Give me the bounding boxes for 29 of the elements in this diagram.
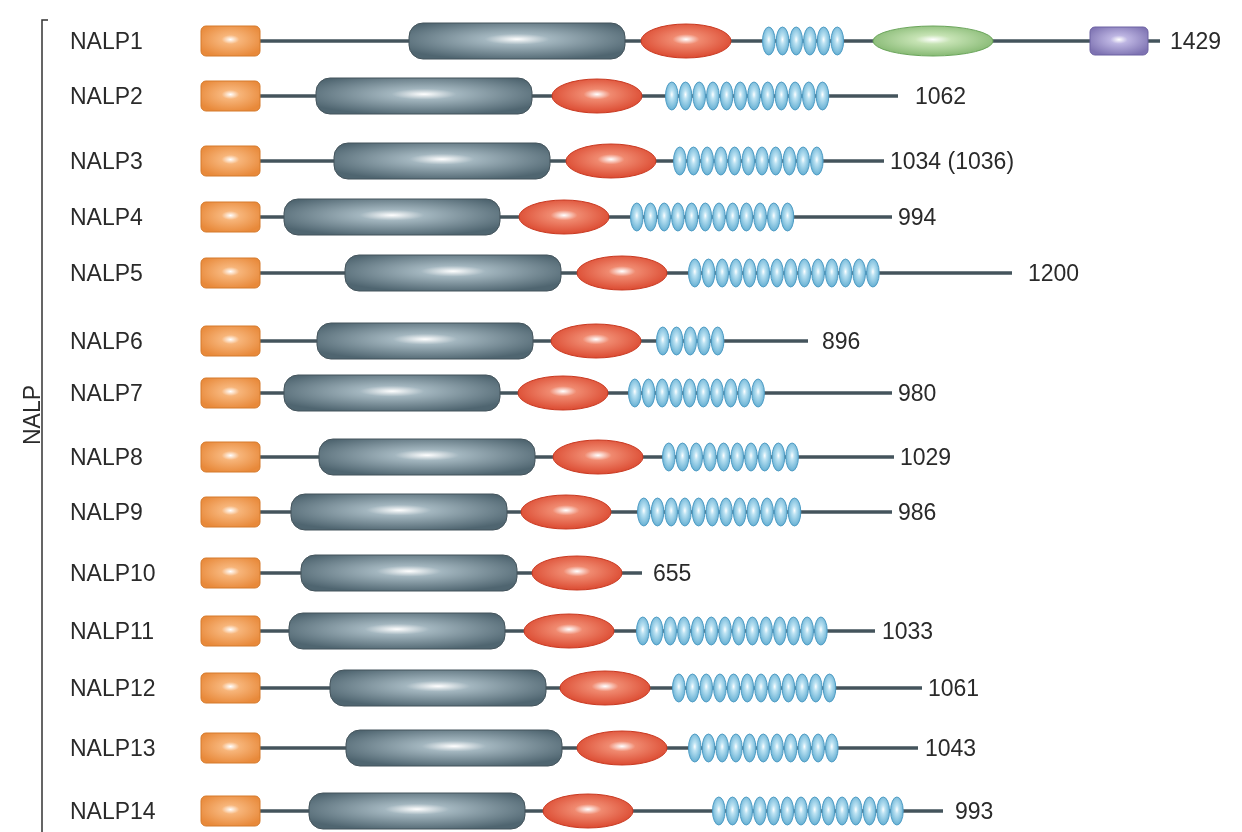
length-value: 994 — [898, 204, 937, 230]
length-value: 655 — [653, 560, 692, 586]
protein-name: NALP14 — [70, 798, 156, 824]
protein-name: NALP11 — [70, 618, 154, 644]
length-value: 986 — [898, 499, 937, 525]
length-value: 1200 — [1028, 260, 1080, 286]
protein-name: NALP1 — [70, 28, 143, 54]
length-value: 1034 (1036) — [890, 148, 1015, 174]
length-value: 980 — [898, 380, 937, 406]
length-value: 896 — [822, 328, 861, 354]
length-value: 1429 — [1170, 28, 1222, 54]
protein-name: NALP12 — [70, 675, 156, 701]
group-label: NALP — [18, 384, 46, 446]
protein-name: NALP13 — [70, 735, 156, 761]
length-value: 1043 — [925, 735, 977, 761]
protein-name: NALP2 — [70, 83, 143, 109]
protein-name: NALP5 — [70, 260, 143, 286]
protein-name: NALP7 — [70, 380, 143, 406]
length-value: 1033 — [882, 618, 934, 644]
length-value: 1061 — [928, 675, 980, 701]
length-value: 1062 — [915, 83, 967, 109]
length-value: 1029 — [900, 444, 952, 470]
protein-name: NALP9 — [70, 499, 143, 525]
protein-name: NALP3 — [70, 148, 143, 174]
length-value: 993 — [955, 798, 994, 824]
protein-name: NALP10 — [70, 560, 156, 586]
protein-name: NALP6 — [70, 328, 143, 354]
protein-name: NALP8 — [70, 444, 143, 470]
protein-name: NALP4 — [70, 204, 143, 230]
